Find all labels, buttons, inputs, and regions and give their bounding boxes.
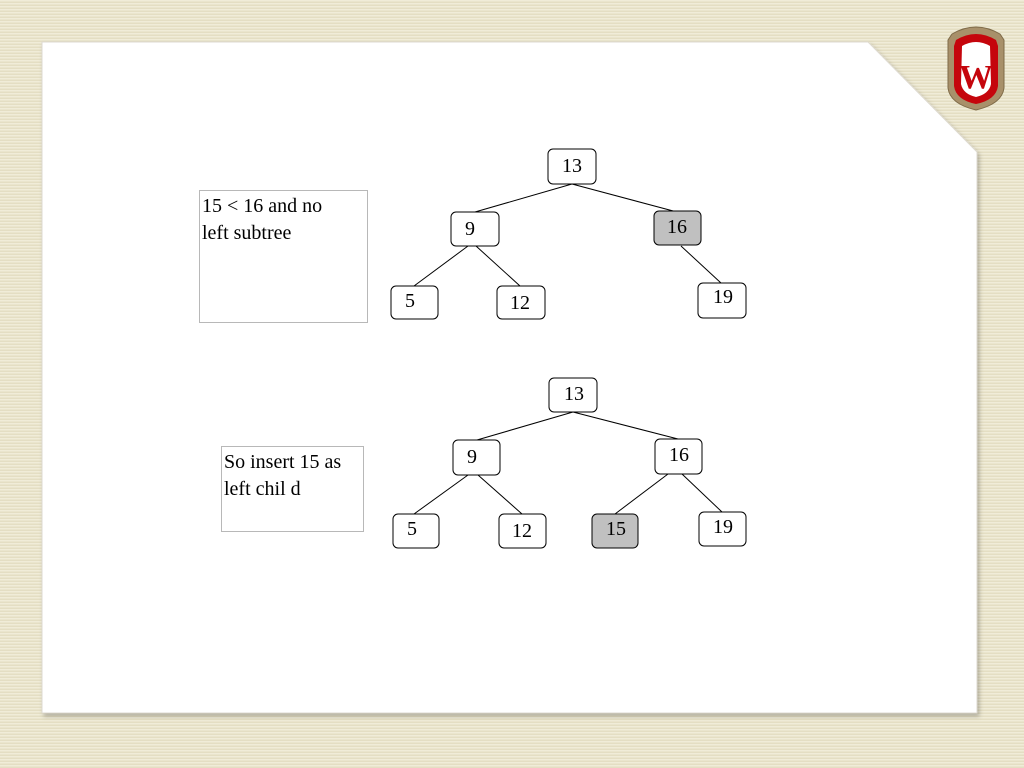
tree-node-9: 9 xyxy=(450,211,500,247)
tree-node-5: 5 xyxy=(390,285,439,320)
node-label: 5 xyxy=(405,290,415,312)
node-label: 16 xyxy=(669,444,689,466)
node-label: 12 xyxy=(512,520,532,542)
edge-13-9 xyxy=(476,411,574,441)
node-label: 5 xyxy=(407,518,417,540)
tree-node-13: 13 xyxy=(548,377,598,413)
tree-node-16: 16 xyxy=(654,438,703,475)
edge-13-9 xyxy=(474,183,573,213)
tree-node-12: 12 xyxy=(496,285,546,320)
edge-16-15 xyxy=(614,473,669,515)
node-label: 9 xyxy=(467,446,477,468)
note-step2: So insert 15 as left chil d xyxy=(221,446,364,532)
tree-after xyxy=(413,411,723,515)
node-label: 9 xyxy=(465,218,475,240)
tree-node-9: 9 xyxy=(452,439,501,476)
tree-node-19: 19 xyxy=(697,282,747,319)
edge-13-16 xyxy=(572,411,679,440)
node-label: 15 xyxy=(606,518,626,540)
edge-9-12 xyxy=(477,474,523,515)
tree-before xyxy=(413,183,722,287)
uw-crest-letter: W xyxy=(959,59,993,96)
edge-9-12 xyxy=(475,245,521,287)
tree-node-5: 5 xyxy=(392,513,440,549)
edge-9-5 xyxy=(413,474,469,515)
node-label: 13 xyxy=(564,383,584,405)
tree-node-13: 13 xyxy=(547,148,597,185)
tree-node-16-highlighted: 16 xyxy=(653,210,702,246)
tree-node-15-highlighted: 15 xyxy=(591,513,639,549)
node-label: 19 xyxy=(713,516,733,538)
note-step1: 15 < 16 and no left subtree xyxy=(199,190,368,323)
node-label: 12 xyxy=(510,292,530,314)
tree-node-19: 19 xyxy=(698,511,747,547)
node-label: 19 xyxy=(713,286,733,308)
edge-9-5 xyxy=(413,245,469,287)
uw-crest-icon: W xyxy=(947,26,1005,111)
slide-panel xyxy=(41,41,978,714)
edge-16-19 xyxy=(680,245,722,284)
edge-13-16 xyxy=(571,183,678,213)
edge-16-19 xyxy=(681,473,723,513)
tree-node-12: 12 xyxy=(498,513,547,549)
node-label: 13 xyxy=(562,155,582,177)
node-label: 16 xyxy=(667,216,687,238)
